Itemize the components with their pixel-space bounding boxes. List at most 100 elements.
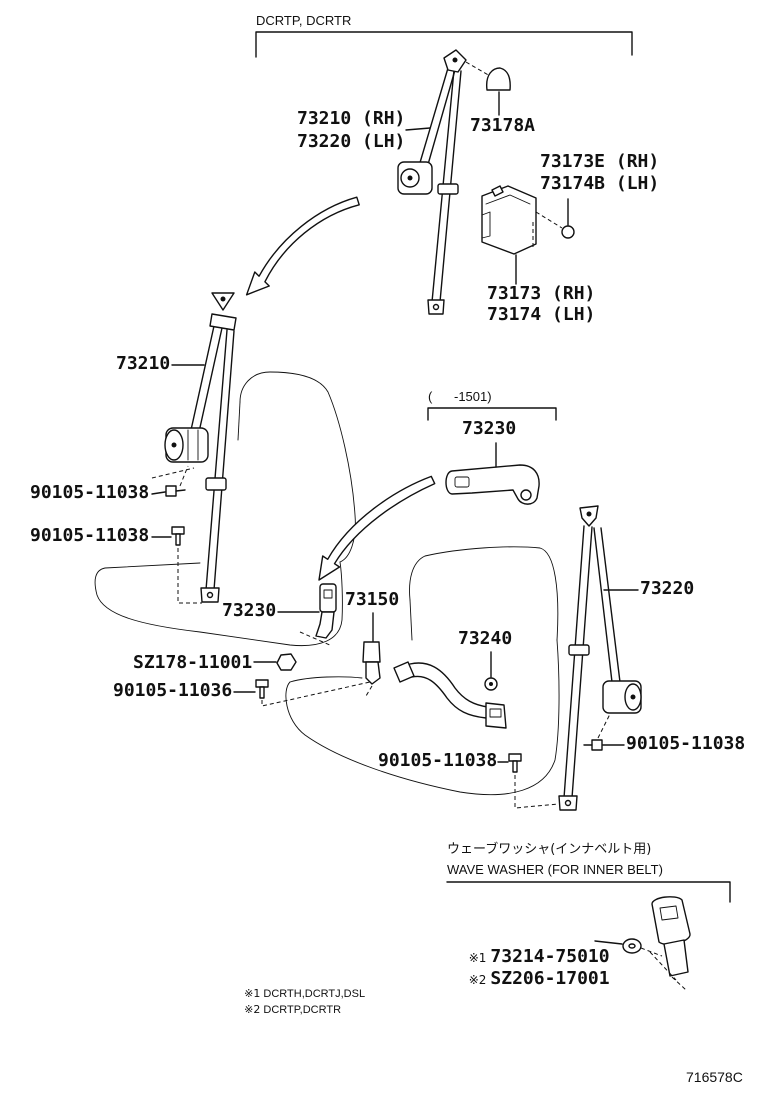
left-retractor-detail: [187, 429, 199, 461]
left-belt-guide-top: [209, 313, 237, 331]
callout-73220[interactable]: 73220: [640, 578, 695, 599]
upper-belt-assembly: [397, 49, 467, 315]
callout-73214-75010[interactable]: 73214-75010: [490, 946, 610, 967]
right-floor-anchor-hole: [564, 799, 572, 807]
callout-73210[interactable]: 73210: [116, 353, 171, 374]
right-lap-strap: [563, 525, 593, 799]
cover-dashed-links: [532, 211, 563, 250]
bolt-left-a-dashed: [151, 465, 195, 487]
left-belt-guide: [205, 477, 227, 491]
callout-73173-rh[interactable]: 73173 (RH): [487, 283, 596, 304]
callout-sz178-11001[interactable]: SZ178-11001: [133, 652, 253, 673]
buckle-left-dashed: [299, 631, 333, 647]
belt-cover-body: [481, 185, 537, 255]
belt-cover: [481, 185, 537, 255]
wave-washer-hole: [628, 943, 636, 949]
callout-73240[interactable]: 73240: [458, 628, 513, 649]
leader-bolt-left-a: [151, 491, 166, 495]
callout-73230-upper[interactable]: 73230: [462, 418, 517, 439]
upper-retractor-hub: [407, 175, 413, 181]
seat-outline-right: [285, 546, 560, 796]
note-1: ※1 DCRTH,DCRTJ,DSL: [238, 977, 365, 1000]
curved-arrow-center: [318, 475, 436, 581]
date-range-bracket: [427, 407, 557, 421]
bolt-center-a-shank: [259, 686, 265, 699]
callout-73210-rh[interactable]: 73210 (RH): [297, 108, 406, 129]
callout-sz206-17001[interactable]: SZ206-17001: [490, 968, 610, 989]
callout-73230-left[interactable]: 73230: [222, 600, 277, 621]
note-1-text: DCRTH,DCRTJ,DSL: [263, 988, 366, 1000]
bolt-left-a: [165, 485, 177, 497]
callout-90105-11036[interactable]: 90105-11036: [113, 680, 233, 701]
callout-73174-lh[interactable]: 73174 (LH): [487, 304, 596, 325]
wave-washer-title-en: WAVE WASHER (FOR INNER BELT): [447, 862, 663, 877]
date-range-label: ( -1501): [428, 389, 492, 404]
bolt-left-a-shank: [175, 489, 186, 492]
wave-washer-item-mark: ※2: [468, 973, 487, 987]
left-d-ring-bolt: [220, 296, 226, 302]
curved-arrow-upper: [245, 196, 360, 296]
wave-washer-buckle-detail: [651, 896, 691, 977]
callout-73178a[interactable]: 73178A: [470, 115, 536, 136]
bolt-center-b-dashed: [514, 775, 559, 809]
bolt-right-dashed: [597, 713, 611, 739]
callout-73150[interactable]: 73150: [345, 589, 400, 610]
bolt-right: [591, 739, 603, 751]
note-2-text: DCRTP,DCRTR: [263, 1004, 342, 1016]
leader-wave-washer: [594, 940, 623, 945]
callout-90105-11038-right[interactable]: 90105-11038: [626, 733, 746, 754]
wave-washer-title-jp: ウェーブワッシャ(インナベルト用): [447, 842, 652, 857]
leader-upper-retractor: [405, 127, 431, 131]
belt-cover-tab: [491, 185, 504, 197]
variant-header: DCRTP, DCRTR: [256, 13, 352, 28]
buckle-upper: [445, 464, 540, 505]
note-2: ※2 DCRTP,DCRTR: [238, 993, 341, 1016]
variant-bracket-top: [255, 31, 633, 58]
callout-90105-11038-center[interactable]: 90105-11038: [378, 750, 498, 771]
upper-shoulder-strap: [418, 67, 456, 169]
left-lap-strap: [205, 329, 235, 591]
buckle-left: [315, 583, 337, 639]
right-retractor-hub: [630, 694, 636, 700]
left-shoulder-strap: [190, 325, 223, 433]
left-floor-anchor-hole: [206, 591, 214, 599]
left-belt-assembly: [164, 292, 237, 603]
callout-73220-lh[interactable]: 73220 (LH): [297, 131, 406, 152]
callout-73174b-lh[interactable]: 73174B (LH): [540, 173, 660, 194]
bolt-center-b-shank: [512, 760, 518, 773]
bolt-center-b: [508, 753, 522, 762]
bolt-left-b: [171, 526, 185, 535]
upper-anchor-bolt: [452, 57, 458, 63]
diagram-id: 716578C: [686, 1069, 743, 1085]
wave-washer-dashed: [640, 947, 687, 991]
bolt-left-b-shank: [175, 533, 181, 546]
upper-belt-guide: [437, 183, 459, 195]
callout-73173e-rh[interactable]: 73173E (RH): [540, 151, 660, 172]
note-1-mark: ※1: [244, 987, 261, 1000]
cap-dashed-link: [465, 61, 491, 77]
cover-clip: [561, 225, 575, 239]
right-shoulder-strap: [593, 527, 621, 683]
wave-washer-bracket: [446, 881, 731, 903]
nut: [276, 653, 297, 671]
belt-cover-detail: [481, 194, 531, 239]
callout-90105-11038-left-b[interactable]: 90105-11038: [30, 525, 150, 546]
left-retractor-hub: [171, 442, 177, 448]
bolt-center-a-dashed: [261, 681, 371, 707]
right-belt-assembly: [558, 505, 642, 811]
inner-belt: [393, 661, 507, 729]
right-d-ring-bolt: [586, 511, 592, 517]
anchor-cap: [485, 67, 511, 91]
buckle-center-dashed: [365, 685, 373, 697]
buckle-center: [362, 641, 381, 685]
note-2-mark: ※2: [244, 1003, 261, 1016]
right-belt-guide: [568, 644, 590, 656]
callout-90105-11038-left-a[interactable]: 90105-11038: [30, 482, 150, 503]
upper-floor-anchor-hole: [432, 303, 440, 311]
wave-washer-item-mark: ※1: [468, 951, 487, 965]
bolt-center-a: [255, 679, 269, 688]
bolt-left-b-dashed: [177, 548, 202, 604]
